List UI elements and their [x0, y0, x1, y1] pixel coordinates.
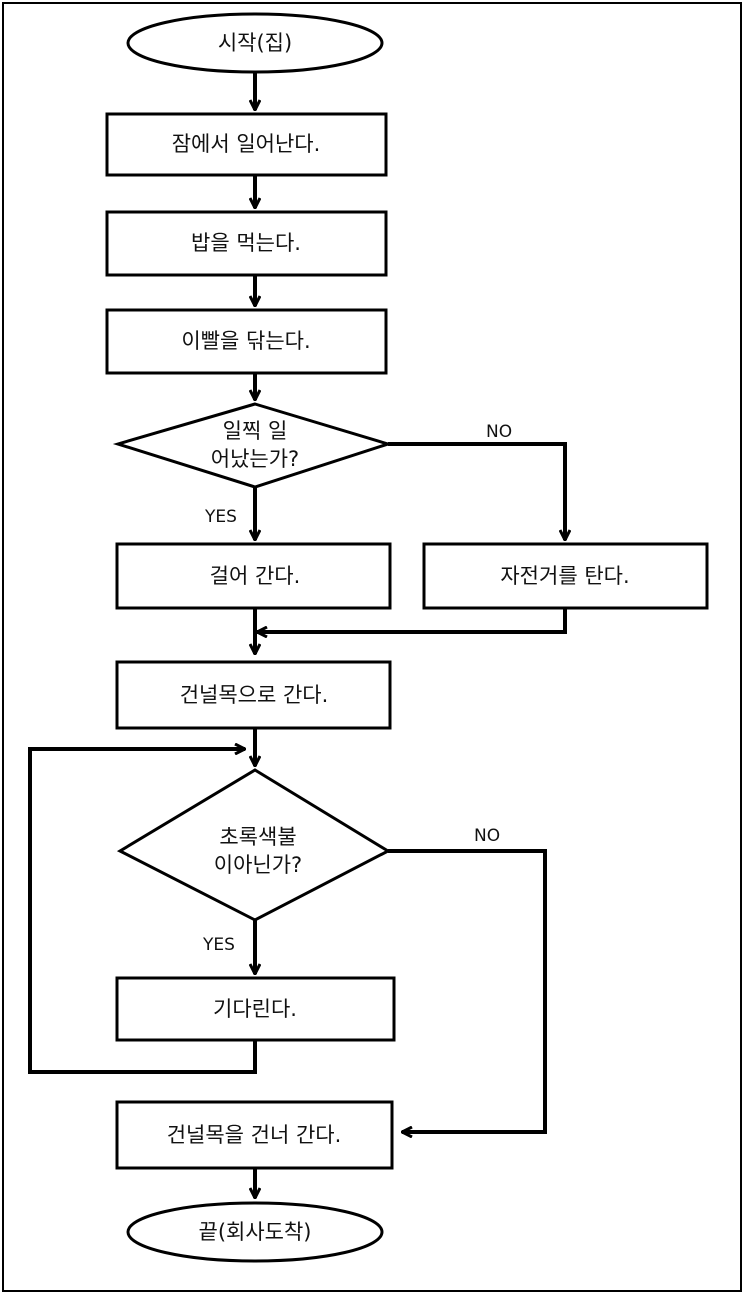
shapes	[105, 12, 709, 1263]
walk-label: 걸어 간다.	[210, 564, 301, 588]
brush-label: 이빨을 닦는다.	[181, 329, 310, 353]
start-label: 시작(집)	[218, 31, 292, 55]
crosswalk-label: 건널목으로 간다.	[180, 683, 329, 707]
cross-process	[115, 1100, 394, 1170]
start-terminal	[126, 12, 384, 74]
end-terminal	[126, 1201, 384, 1263]
walk-process	[115, 542, 392, 610]
end-label: 끝(회사도착)	[199, 1220, 312, 1244]
connectors	[28, 72, 567, 1198]
light-decision	[116, 768, 392, 922]
edge-wait-loop	[28, 749, 257, 1074]
bike-label: 자전거를 탄다.	[500, 564, 629, 588]
wake-label: 잠에서 일어난다.	[172, 132, 321, 156]
edge-light-no	[388, 849, 547, 1132]
light-question-line-2: 이아닌가?	[214, 853, 302, 877]
cross-label: 건널목을 건너 간다.	[167, 1123, 342, 1147]
light-question-line-1: 초록색불	[219, 825, 296, 849]
early-yes-label: YES	[204, 507, 237, 527]
wait-process	[115, 976, 396, 1042]
wait-label: 기다린다.	[213, 997, 297, 1021]
early-question-line-1: 일찍 일	[223, 419, 288, 443]
edge-bike-merge	[257, 608, 567, 632]
eat-label: 밥을 먹는다.	[191, 231, 301, 255]
light-no-label: NO	[474, 826, 500, 846]
wake-process	[105, 112, 388, 177]
early-question-line-2: 어났는가?	[211, 447, 299, 471]
early-no-label: NO	[486, 422, 512, 442]
early-decision	[112, 402, 394, 489]
crosswalk-process	[115, 660, 392, 730]
bike-process	[422, 542, 709, 610]
brush-process	[105, 308, 388, 375]
eat-process	[105, 210, 388, 277]
light-yes-label: YES	[202, 935, 235, 955]
edge-early-no	[388, 442, 565, 540]
